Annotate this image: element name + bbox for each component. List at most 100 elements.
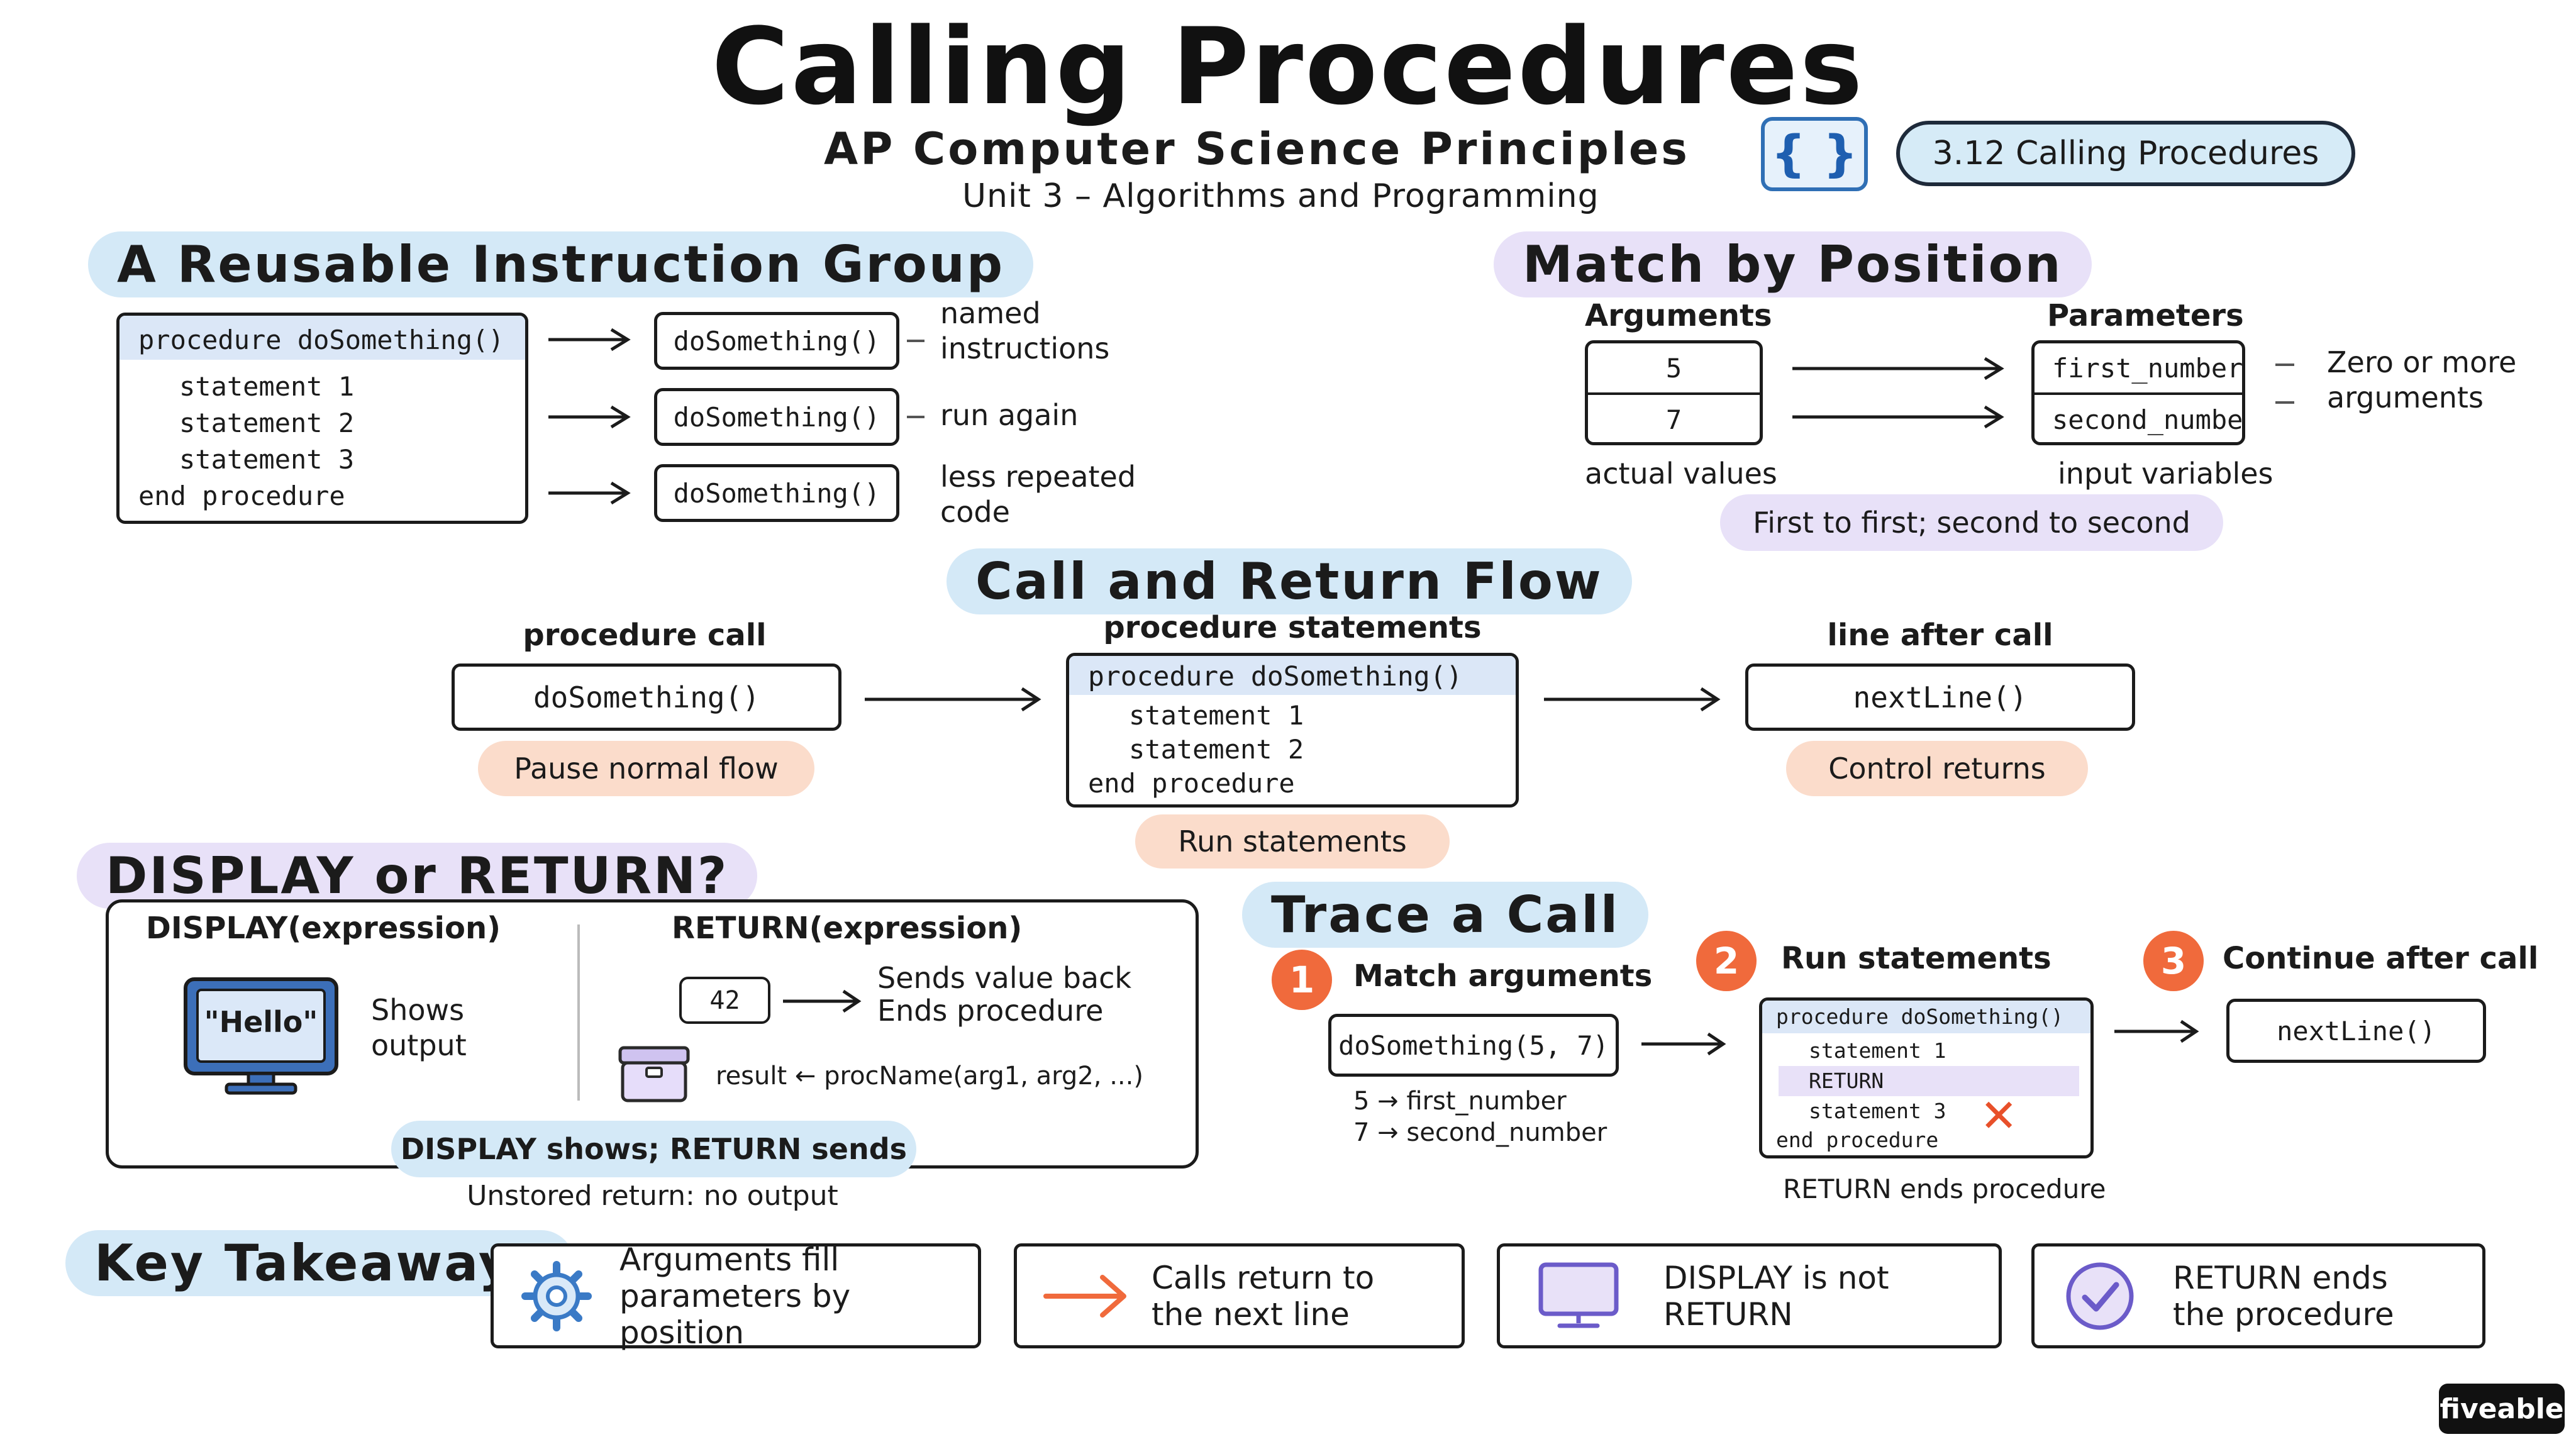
call-box: doSomething() [654,388,899,446]
argument-value: 7 [1665,404,1682,435]
statement-line: statement 2 [179,408,355,438]
reusable-heading: A Reusable Instruction Group [88,231,1034,297]
note-text: run again [940,398,1079,432]
statement-line: statement 3 [1809,1099,1946,1123]
procedure-statements-box: procedure doSomething() statement 1 stat… [1066,653,1519,808]
value-box: 42 [679,977,770,1024]
parameter-name: second_number [2052,404,2245,435]
gear-icon [521,1260,592,1331]
procedure-end: end procedure [1088,768,1295,799]
trace-procedure-box: procedure doSomething() statement 1 RETU… [1759,997,2094,1158]
takeaway-card: Arguments fill parameters by position [491,1241,981,1351]
statement-line: statement 1 [179,371,355,402]
arrow-icon [865,687,1041,712]
takeaway-text: Arguments fill parameters by position [619,1241,851,1351]
parameters-caption: input variables [2058,457,2273,491]
code-braces-icon: { } [1761,117,1868,191]
pause-tag: Pause normal flow [478,741,814,796]
statement-line: statement 1 [1129,700,1304,731]
procedure-header: procedure doSomething() [1762,1001,2090,1033]
takeaways-heading: Key Takeaways [65,1230,574,1296]
step-label: Match arguments [1353,958,1653,994]
arrow-right-icon [1043,1274,1126,1318]
run-tag-label: Run statements [1178,824,1407,858]
parameter-name: first_number [2035,343,2242,395]
course-subtitle: AP Computer Science Principles [824,123,1690,175]
procedure-end: end procedure [138,480,345,511]
procedure-header: procedure doSomething() [119,316,525,360]
after-code-box: nextLine() [1745,663,2135,731]
arrow-icon [548,481,631,505]
takeaway-card: Calls return to the next line [1014,1243,1465,1348]
statements-label: procedure statements [1103,610,1482,645]
display-return-tag: DISPLAY shows; RETURN sends [391,1121,916,1177]
pause-tag-label: Pause normal flow [514,752,779,786]
arrow-icon [1792,357,2004,380]
divider [577,924,580,1101]
step-number-badge: 3 [2143,931,2204,991]
arrow-icon [548,405,631,429]
display-label: DISPLAY(expression) [146,911,501,946]
page-title: Calling Procedures [711,5,1865,128]
mapping-line: 5 → first_number [1353,1087,1567,1116]
sends-back-text: Sends value back [877,961,1132,995]
step-number-badge: 1 [1272,950,1332,1010]
monitor-icon [1538,1262,1619,1328]
procedure-header: procedure doSomething() [1069,656,1516,695]
arrow-icon [1792,405,2004,429]
match-heading: Match by Position [1494,231,2092,297]
connector-dash [2275,364,2294,404]
parameters-label: Parameters [2047,298,2244,333]
statement-line: statement 2 [1129,734,1304,765]
arrow-icon [2114,1019,2199,1043]
shows-output-text: Shows output [371,993,467,1062]
takeaway-text: RETURN ends the procedure [2173,1259,2394,1333]
connector-dash [907,340,924,418]
arguments-box: 5 7 [1585,340,1763,445]
display-return-heading: DISPLAY or RETURN? [77,843,758,909]
note-text: named instructions [940,296,1110,365]
side-note: Zero or more arguments [2327,345,2517,414]
next-line-box: nextLine() [2226,999,2486,1063]
arrow-icon [783,989,862,1013]
takeaway-text: DISPLAY is not RETURN [1663,1259,1889,1333]
note-text: less repeated code [940,460,1136,529]
storage-box-icon [618,1046,690,1102]
arrow-icon [548,328,631,352]
call-box: doSomething() [654,312,899,370]
statement-line: statement 1 [1809,1038,1946,1063]
call-label: procedure call [523,618,767,653]
parameters-box: first_number second_number [2031,340,2245,445]
statement-line: statement 3 [179,444,355,475]
takeaway-card: RETURN ends the procedure [2031,1243,2485,1348]
arrow-icon [1641,1032,1726,1056]
trace-heading: Trace a Call [1242,882,1649,948]
argument-value: 5 [1588,343,1760,395]
call-code-box: doSomething() [452,663,841,731]
match-tag: First to first; second to second [1720,494,2223,551]
arguments-caption: actual values [1585,457,1777,491]
display-return-tag-label: DISPLAY shows; RETURN sends [400,1132,908,1166]
trace-caption: RETURN ends procedure [1783,1174,2106,1204]
arguments-label: Arguments [1585,298,1772,333]
brand-logo: fiveable [2439,1384,2565,1434]
control-returns-tag: Control returns [1786,741,2088,796]
unstored-return-caption: Unstored return: no output [467,1180,838,1212]
flow-heading: Call and Return Flow [947,548,1632,614]
takeaway-card: DISPLAY is not RETURN [1497,1243,2002,1348]
call-box: doSomething() [654,464,899,522]
braces-glyph: { } [1770,126,1858,182]
procedure-definition-box: procedure doSomething() statement 1 stat… [116,313,528,524]
trace-call-box: doSomething(5, 7) [1328,1014,1619,1077]
step-label: Run statements [1781,941,2051,976]
match-tag-label: First to first; second to second [1753,506,2190,540]
return-line: RETURN [1779,1066,2079,1096]
unit-subtitle: Unit 3 – Algorithms and Programming [962,177,1599,215]
step-label: Continue after call [2223,941,2539,976]
step-number-badge: 2 [1696,931,1757,991]
takeaway-text: Calls return to the next line [1152,1259,1375,1333]
check-circle-icon [2066,1262,2134,1330]
return-label: RETURN(expression) [672,911,1023,946]
assignment-text: result ← procName(arg1, arg2, ...) [716,1062,1143,1091]
ends-procedure-text: Ends procedure [877,994,1104,1028]
